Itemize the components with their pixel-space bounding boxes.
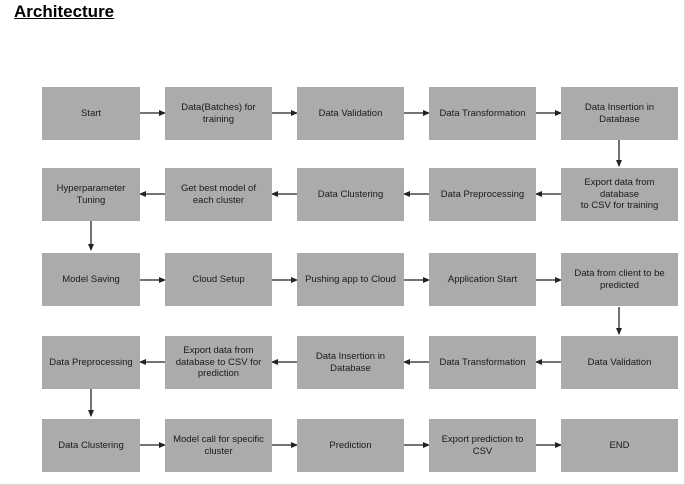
page-title: Architecture [14,2,115,21]
node-get-best-model-of-each-cluster[interactable]: Get best model of each cluster [165,168,272,221]
node-data-batches-for-training[interactable]: Data(Batches) for training [165,87,272,140]
node-data-validation-prediction[interactable]: Data Validation [561,336,678,389]
node-data-insertion-in-database-prediction[interactable]: Data Insertion in Database [297,336,404,389]
node-cloud-setup[interactable]: Cloud Setup [165,253,272,306]
node-data-from-client-to-be-predicted[interactable]: Data from client to be predicted [561,253,678,306]
node-model-call-for-specific-cluster[interactable]: Model call for specific cluster [165,419,272,472]
node-model-saving[interactable]: Model Saving [42,253,140,306]
node-data-clustering-training[interactable]: Data Clustering [297,168,404,221]
node-export-prediction-to-csv[interactable]: Export prediction to CSV [429,419,536,472]
node-export-data-to-csv-for-prediction[interactable]: Export data from database to CSV for pre… [165,336,272,389]
node-data-clustering-prediction[interactable]: Data Clustering [42,419,140,472]
node-hyperparameter-tuning[interactable]: Hyperparameter Tuning [42,168,140,221]
node-start[interactable]: Start [42,87,140,140]
node-export-data-to-csv-for-training[interactable]: Export data from database to CSV for tra… [561,168,678,221]
node-data-validation-training[interactable]: Data Validation [297,87,404,140]
node-application-start[interactable]: Application Start [429,253,536,306]
node-data-transformation-training[interactable]: Data Transformation [429,87,536,140]
node-data-preprocessing-training[interactable]: Data Preprocessing [429,168,536,221]
node-pushing-app-to-cloud[interactable]: Pushing app to Cloud [297,253,404,306]
node-prediction[interactable]: Prediction [297,419,404,472]
node-data-insertion-in-database-training[interactable]: Data Insertion in Database [561,87,678,140]
node-end[interactable]: END [561,419,678,472]
node-data-preprocessing-prediction[interactable]: Data Preprocessing [42,336,140,389]
node-data-transformation-prediction[interactable]: Data Transformation [429,336,536,389]
